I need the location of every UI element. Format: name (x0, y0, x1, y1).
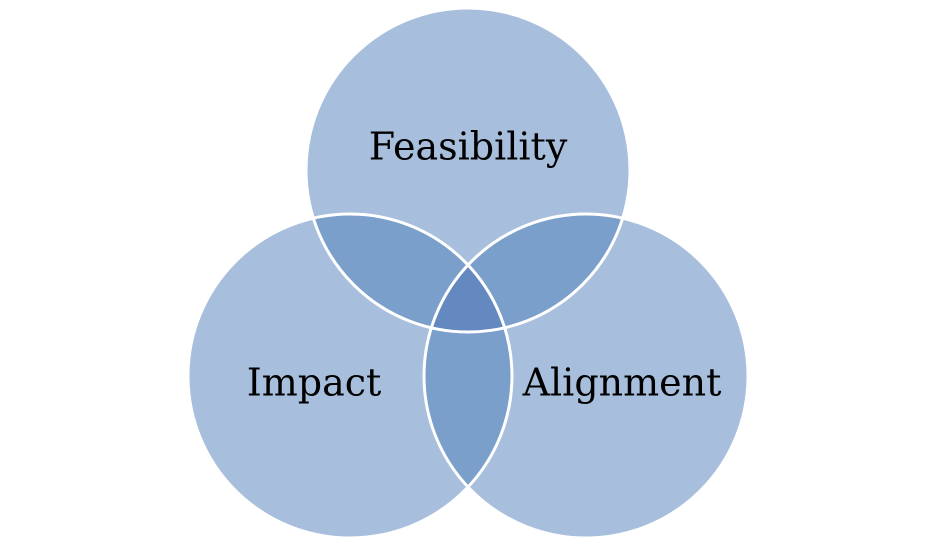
outline-feasibility (304, 6, 632, 334)
label-impact: Impact (247, 361, 382, 405)
venn-outlines (186, 6, 750, 540)
label-alignment: Alignment (522, 361, 722, 405)
outline-alignment (422, 212, 750, 540)
label-feasibility: Feasibility (369, 125, 568, 169)
outline-impact (186, 212, 514, 540)
overlap-feasibility-impact (306, 214, 512, 332)
overlap-feasibility-alignment (424, 214, 630, 332)
